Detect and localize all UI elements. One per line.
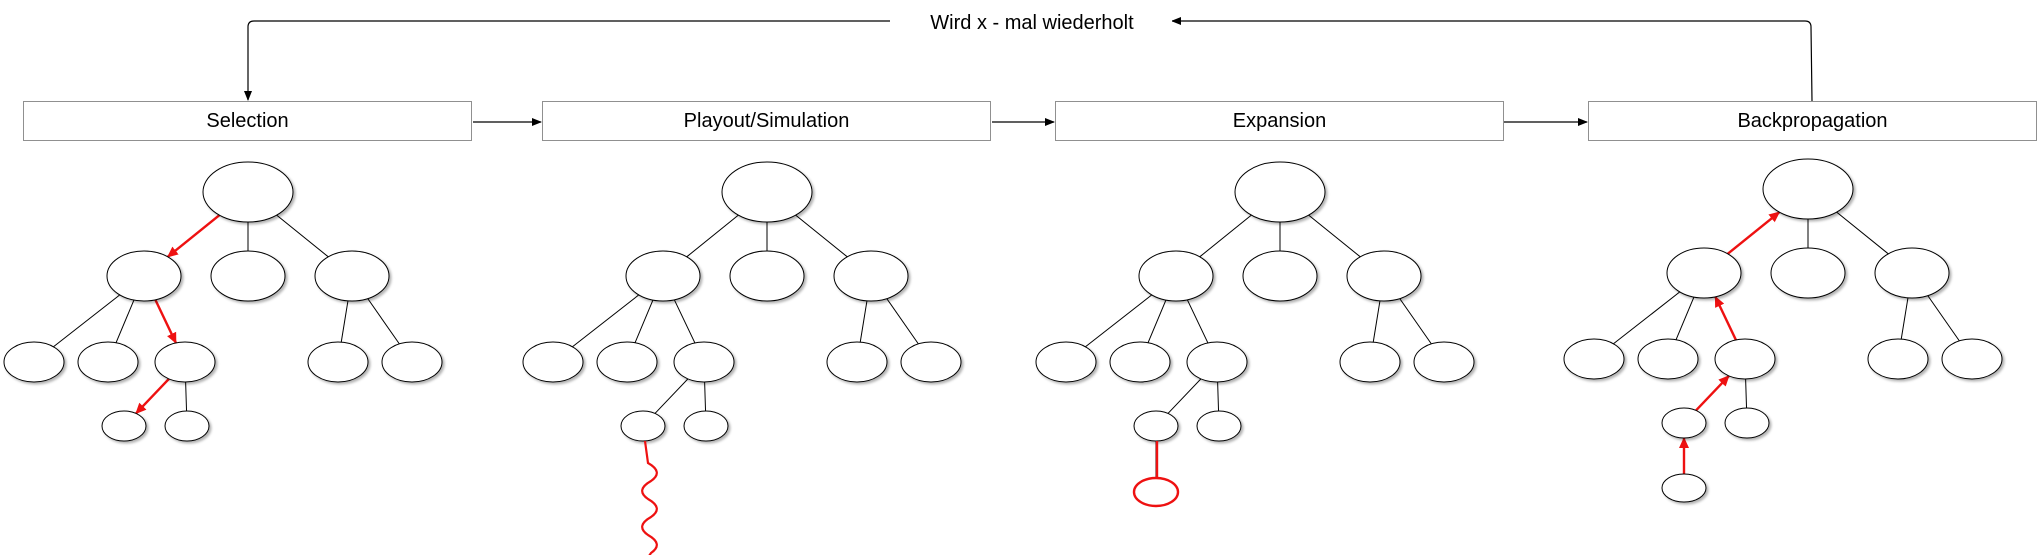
backprop-tree-node-c3: [1874, 247, 1950, 299]
selection-tree-node-root: [202, 161, 294, 223]
playout-tree-node-g2: [596, 341, 658, 383]
selection-tree-node-c3: [314, 250, 390, 302]
selection-tree-edge-red-c1-g3: [154, 299, 177, 344]
expansion-tree-node-root: [1234, 161, 1326, 223]
selection-tree-edge-c1-g2: [115, 299, 135, 343]
expansion-tree-node-c3: [1346, 250, 1422, 302]
backprop-tree-edge-red-h1-g3: [1695, 375, 1730, 412]
backprop-tree-edge-c1-g1: [1613, 291, 1681, 345]
stage-backpropagation: Backpropagation: [1588, 101, 2037, 141]
playout-tree-node-c1: [625, 250, 701, 302]
expansion-tree-edge-g3-h1: [1167, 378, 1202, 414]
playout-tree-node-c2: [729, 250, 805, 302]
selection-tree-node-h1: [101, 410, 147, 442]
expansion-tree-node-new: [1132, 476, 1180, 508]
playout-tree-edge-c1-g1: [572, 294, 640, 348]
selection-tree-edge-c1-g1: [53, 294, 121, 348]
selection-tree-edge-red-root-c1: [166, 214, 221, 258]
playout-tree-edge-c3-g5: [886, 298, 919, 345]
backprop-tree-edge-red-c1-root: [1726, 211, 1781, 255]
backprop-tree-node-g3: [1714, 338, 1776, 380]
playout-tree-node-g5: [900, 341, 962, 383]
expansion-tree-node-c1: [1138, 250, 1214, 302]
backprop-tree-node-leaf: [1661, 473, 1707, 503]
loop-label: Wird x - mal wiederholt: [892, 8, 1172, 38]
playout-tree-node-g4: [826, 341, 888, 383]
expansion-tree-edge-g3-h2: [1217, 381, 1220, 412]
expansion-tree-node-g2: [1109, 341, 1171, 383]
selection-tree-node-g1: [3, 341, 65, 383]
playout-tree-edge-c3-g4: [859, 300, 868, 343]
selection-tree-node-g3: [154, 341, 216, 383]
backprop-tree-node-g5: [1941, 338, 2003, 380]
selection-tree-edge-c3-g4: [340, 300, 349, 343]
stage-selection: Selection: [23, 101, 472, 141]
backprop-tree-node-c1: [1666, 247, 1742, 299]
expansion-tree-node-g5: [1413, 341, 1475, 383]
loop-return-line: [244, 20, 890, 101]
backprop-tree-node-c2: [1770, 247, 1846, 299]
selection-tree-node-h2: [164, 410, 210, 442]
selection-tree-node-g2: [77, 341, 139, 383]
expansion-tree-node-g1: [1035, 341, 1097, 383]
expansion-tree-node-g3: [1186, 341, 1248, 383]
backprop-tree-node-g4: [1867, 338, 1929, 380]
backprop-tree-edge-c1-g2: [1675, 296, 1695, 340]
playout-tree-node-g3: [673, 341, 735, 383]
playout-tree-node-h1: [620, 410, 666, 442]
playout-tree-edge-g3-h1: [654, 378, 689, 414]
playout-tree-node-c3: [833, 250, 909, 302]
selection-tree-edge-c3-g5: [367, 298, 400, 345]
stage-playout-simulation: Playout/Simulation: [542, 101, 991, 141]
trees-group: [3, 158, 2003, 555]
selection-tree-edge-red-g3-h1: [135, 378, 170, 415]
backprop-tree-edge-c3-g5: [1927, 295, 1960, 342]
backprop-tree-edge-c3-g4: [1900, 297, 1909, 340]
backprop-tree-edge-red-g3-c1: [1714, 295, 1737, 341]
selection-tree-node-c1: [106, 250, 182, 302]
playout-tree-edge-g3-h2: [704, 381, 707, 412]
playout-tree-node-root: [721, 161, 813, 223]
backprop-tree-node-g1: [1563, 338, 1625, 380]
selection-tree-node-g5: [381, 341, 443, 383]
expansion-tree-edge-c1-g2: [1147, 299, 1167, 343]
backprop-tree-edge-root-c3: [1836, 211, 1889, 255]
backprop-tree-node-h1: [1661, 407, 1707, 439]
selection-tree-edge-root-c3: [276, 214, 329, 258]
selection-tree-node-g4: [307, 341, 369, 383]
playout-tree-node-h2: [683, 410, 729, 442]
expansion-tree-node-c2: [1242, 250, 1318, 302]
expansion-tree-node-h2: [1196, 410, 1242, 442]
playout-tree-node-g1: [522, 341, 584, 383]
playout-tree-edge-root-c3: [795, 214, 848, 258]
selection-tree-edge-g3-h2: [185, 381, 188, 412]
selection-tree-node-c2: [210, 250, 286, 302]
backprop-tree-node-g2: [1637, 338, 1699, 380]
expansion-tree-edge-c1-g3: [1186, 299, 1209, 344]
playout-tree-edge-root-c1: [686, 214, 739, 258]
expansion-tree-edge-root-c1: [1199, 214, 1252, 258]
expansion-tree-node-g4: [1339, 341, 1401, 383]
backprop-tree-edge-g3-h2: [1745, 378, 1748, 409]
expansion-tree-edge-c1-g1: [1085, 294, 1153, 348]
expansion-tree-edge-root-c3: [1308, 214, 1361, 258]
playout-simulation-squiggle: [641, 440, 658, 555]
stage-expansion: Expansion: [1055, 101, 1504, 141]
playout-tree-edge-c1-g2: [634, 299, 654, 343]
expansion-tree-edge-c3-g5: [1399, 298, 1432, 345]
playout-tree-edge-c1-g3: [673, 299, 696, 344]
loop-top-line: [1171, 17, 1813, 102]
expansion-tree-edge-c3-g4: [1372, 300, 1381, 343]
backprop-tree-node-h2: [1724, 407, 1770, 439]
backprop-tree-node-root: [1762, 158, 1854, 220]
expansion-tree-node-h1: [1133, 410, 1179, 442]
